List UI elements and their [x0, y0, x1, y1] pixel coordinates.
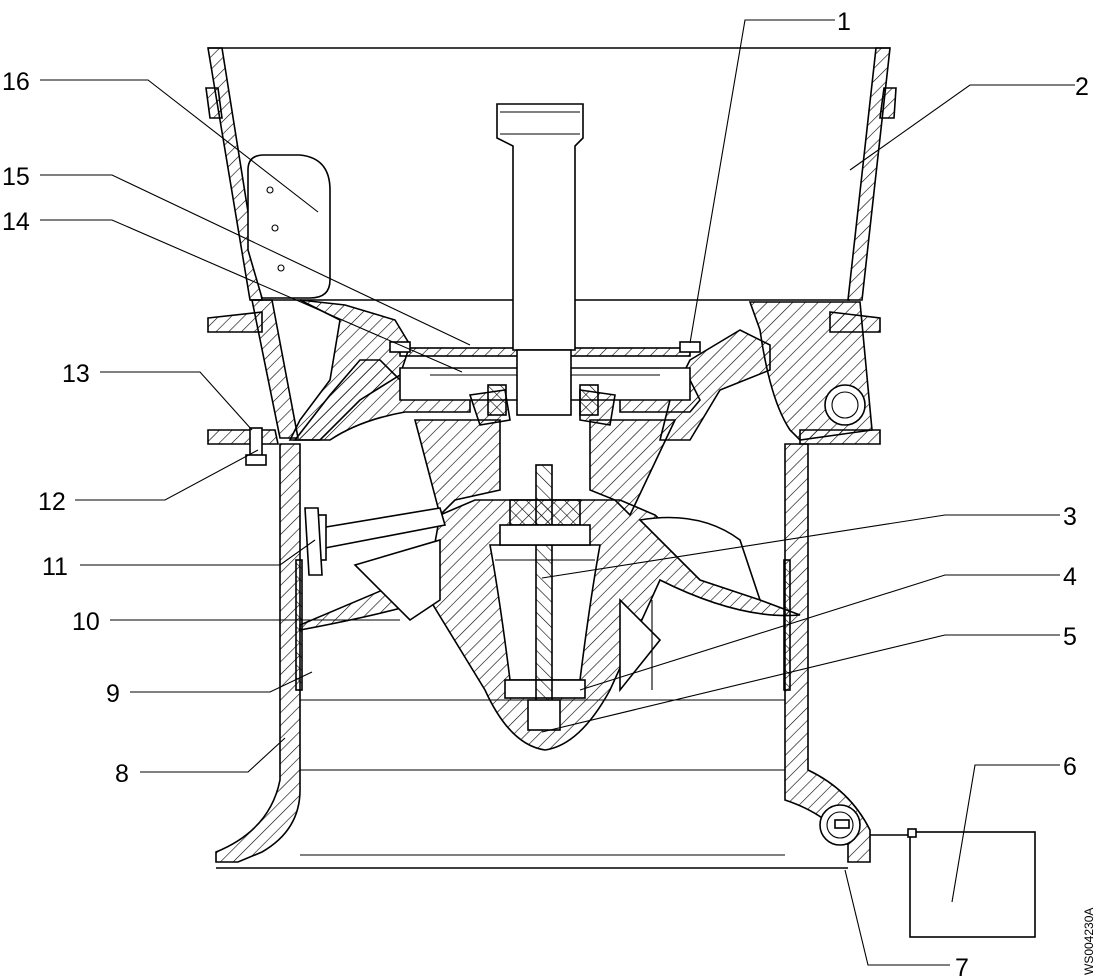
- callout-label: 12: [38, 488, 66, 516]
- mounting-bolt: [245, 427, 267, 466]
- callout-label: 16: [2, 68, 30, 96]
- callout-label: 8: [115, 760, 129, 788]
- callout-label: 9: [106, 680, 120, 708]
- callout-label: 7: [955, 954, 969, 979]
- callout-label: 11: [42, 553, 68, 581]
- callout-label: 10: [72, 608, 100, 636]
- bearing-assemblies: [468, 384, 616, 426]
- callout-label: 3: [1063, 503, 1077, 531]
- callout-label: 2: [1075, 73, 1089, 101]
- figure-id: WS004230A: [1082, 908, 1096, 975]
- callout-label: 15: [2, 163, 30, 191]
- callout-label: 13: [62, 360, 90, 388]
- callout-labels: 1 2 3 4 5 6 7 8 9 10 11 12 13 14 15 16: [2, 8, 1089, 979]
- callout-label: 6: [1063, 753, 1077, 781]
- spindle-shaft: [496, 103, 584, 416]
- middle-frame-ring: [207, 299, 881, 445]
- callout-leaders: [40, 19, 1075, 966]
- drive-unit-box: [870, 828, 1036, 938]
- callout-label: 14: [2, 208, 30, 236]
- inspection-window: [247, 154, 331, 299]
- callout-label: 4: [1063, 563, 1077, 591]
- callout-label: 1: [837, 8, 851, 36]
- discharge-vanes: [353, 516, 762, 693]
- callout-label: 5: [1063, 623, 1077, 651]
